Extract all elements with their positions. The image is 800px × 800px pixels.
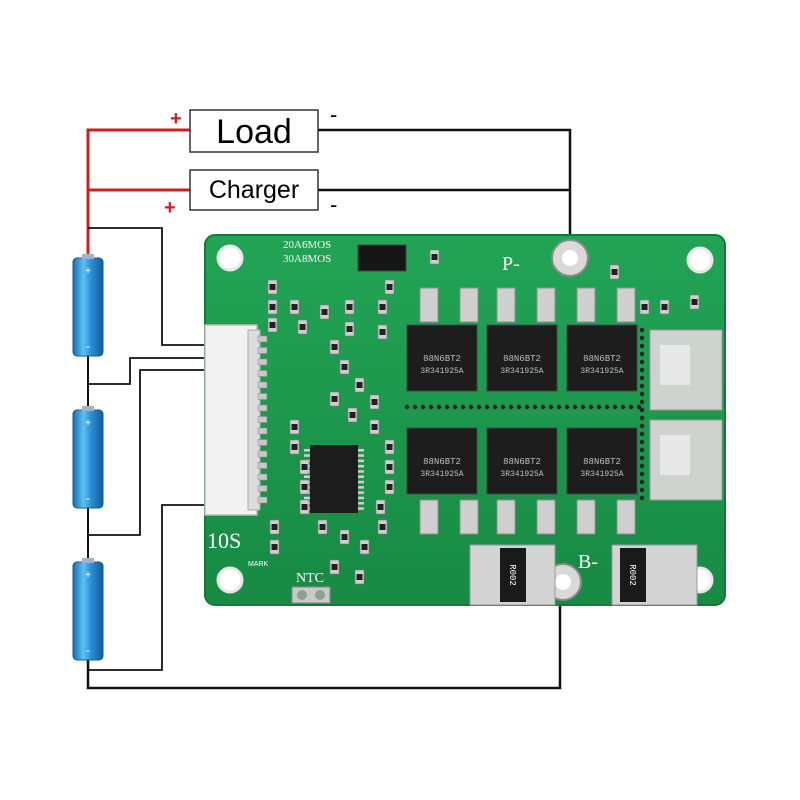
mosfet: 88N6BT2 3R341925A <box>486 427 558 495</box>
connector-pin <box>257 335 268 343</box>
mosfet-marking-lot: 3R341925A <box>420 470 463 479</box>
connector-pin <box>257 404 268 412</box>
balance-lead-2 <box>88 357 212 385</box>
connector-pin <box>257 358 268 366</box>
battery-plus-sign: + <box>85 418 91 429</box>
load-minus-sign: - <box>330 102 337 127</box>
charger-minus-sign: - <box>330 192 337 217</box>
balance-connector <box>204 324 268 516</box>
mosfet-marking-lot: 3R341925A <box>500 470 543 479</box>
connector-pin <box>257 416 268 423</box>
connector-pin <box>257 393 268 400</box>
p-minus-label: P- <box>502 253 520 275</box>
connector-pin <box>257 450 268 458</box>
mosfet-marking: 88N6BT2 <box>583 457 621 467</box>
balance-lead-4 <box>88 504 212 671</box>
positive-wire <box>86 128 190 258</box>
charger-box: Charger + - <box>164 169 337 219</box>
battery-plus-sign: + <box>85 266 91 277</box>
battery-minus-sign: - <box>86 339 90 353</box>
connector-pin <box>257 485 268 492</box>
mosfet-marking: 88N6BT2 <box>423 354 461 364</box>
mosfet-marking: 88N6BT2 <box>423 457 461 467</box>
mosfet-marking: 88N6BT2 <box>503 354 541 364</box>
connector-pin <box>257 496 268 504</box>
mosfet-marking-lot: 3R341925A <box>580 470 623 479</box>
bms-controller-ic <box>304 445 364 513</box>
battery-cell: +- <box>72 558 104 661</box>
battery-minus-sign: - <box>86 491 90 505</box>
copper-pads <box>649 329 723 501</box>
mosfet: 88N6BT2 3R341925A <box>486 324 558 392</box>
shunt-right-label: R002 <box>627 564 637 586</box>
p-minus-terminal: P- <box>502 239 589 277</box>
mos-rating-line-2: 30A8MOS <box>283 253 331 265</box>
load-plus-sign: + <box>170 108 182 130</box>
b-minus-label: B- <box>578 551 598 573</box>
wires <box>86 128 572 690</box>
connector-pin <box>257 462 268 469</box>
charger-plus-sign: + <box>164 197 176 219</box>
shunt-resistors: R002 R002 <box>469 544 698 606</box>
mosfet: 88N6BT2 3R341925A <box>566 427 638 495</box>
connector-pin <box>257 439 268 446</box>
battery-cell: +- <box>72 254 104 357</box>
mosfet-marking: 88N6BT2 <box>503 457 541 467</box>
mosfet-marking: 88N6BT2 <box>583 354 621 364</box>
mosfet: 88N6BT2 3R341925A <box>406 324 478 392</box>
mosfet-marking-lot: 3R341925A <box>580 367 623 376</box>
charger-label: Charger <box>209 176 299 204</box>
mosfet: 88N6BT2 3R341925A <box>566 324 638 392</box>
connector-pin <box>257 473 268 481</box>
battery-cells: +-+-+- <box>72 254 104 661</box>
mosfet-marking-lot: 3R341925A <box>420 367 463 376</box>
smd-components <box>267 249 700 585</box>
balance-lead-1 <box>88 227 212 346</box>
mos-rating-line-1: 20A6MOS <box>283 239 331 251</box>
series-count-label: 10S <box>207 528 241 553</box>
mosfet-array: 88N6BT2 3R341925A 88N6BT2 3R341925A 88N6BT2 3… <box>406 324 638 495</box>
mark-label: MARK <box>248 561 269 568</box>
connector-pin <box>257 370 268 377</box>
load-label: Load <box>216 113 292 151</box>
battery-plus-sign: + <box>85 570 91 581</box>
load-negative-wire <box>318 128 572 240</box>
battery-negative-wire <box>86 600 562 690</box>
shunt-left-label: R002 <box>507 564 517 586</box>
connector-pin <box>257 381 268 389</box>
connector-pin <box>257 427 268 435</box>
balance-lead-3 <box>88 369 212 536</box>
battery-cell: +- <box>72 406 104 509</box>
mosfet-marking-lot: 3R341925A <box>500 367 543 376</box>
connector-pin <box>257 347 268 354</box>
load-box: Load + - <box>170 102 337 153</box>
bms-board: P- B- 20A6MOS 30A8MOS 10S NTC MARK <box>204 234 726 606</box>
mosfet: 88N6BT2 3R341925A <box>406 427 478 495</box>
battery-minus-sign: - <box>86 643 90 657</box>
ntc-label: NTC <box>296 571 324 586</box>
